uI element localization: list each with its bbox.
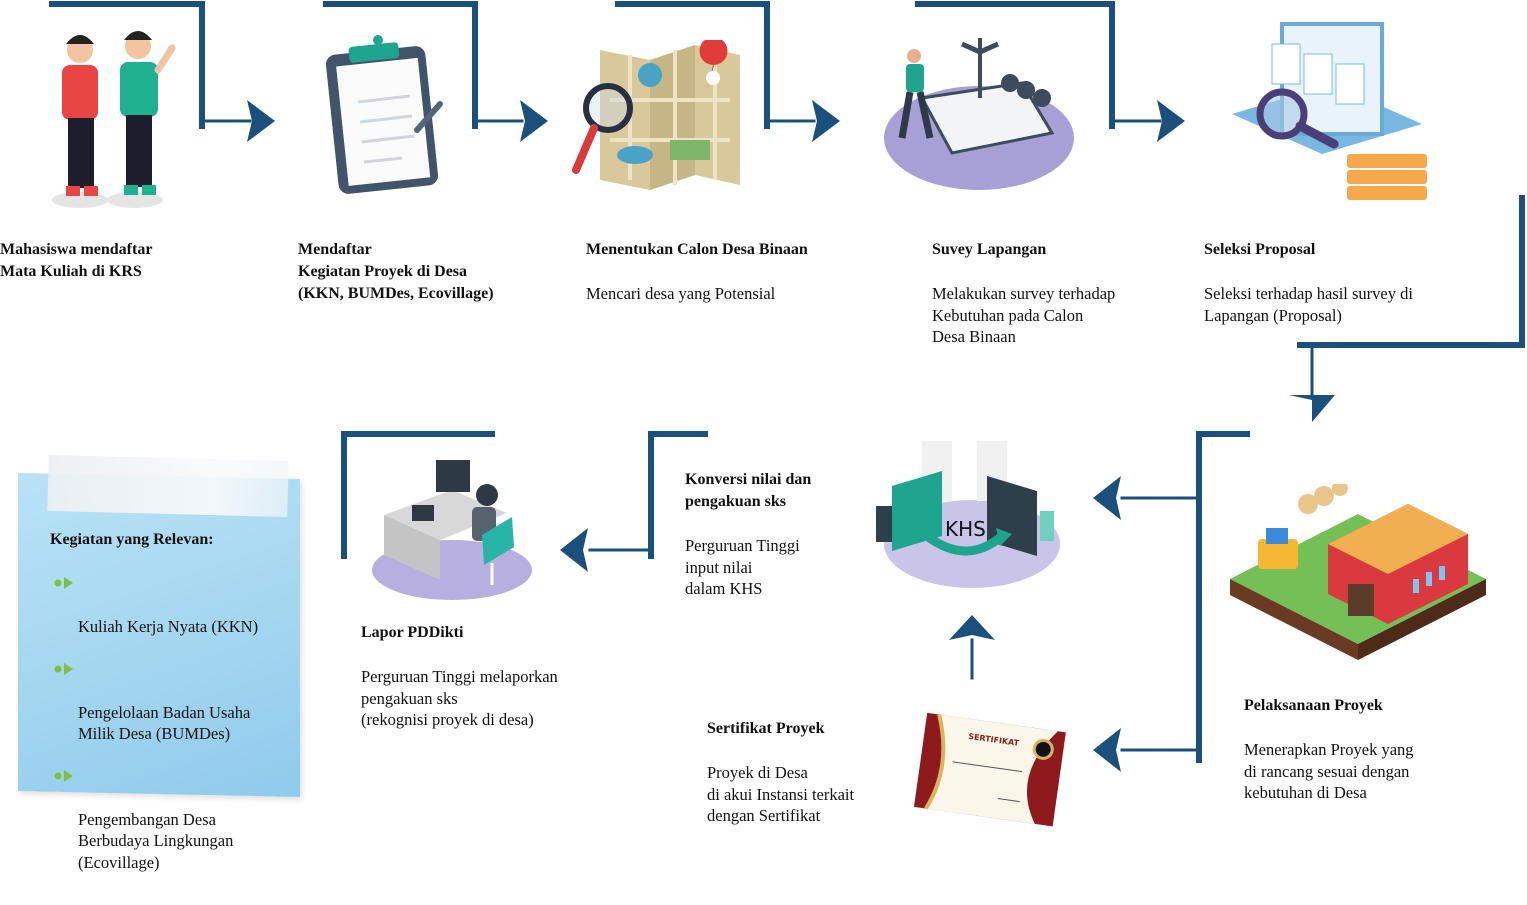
note-title: Kegiatan yang Relevan: (50, 531, 214, 548)
computer-desk-illustration (372, 460, 532, 600)
connector-3 (615, 1, 770, 129)
note-item-text: Pengelolaan Badan Usaha Milik Desa (BUMD… (78, 702, 251, 744)
arrow-down-icon (1289, 395, 1335, 422)
note-item: Pengelolaan Badan Usaha Milik Desa (BUMD… (54, 659, 304, 745)
arrow-right-icon (1157, 100, 1185, 142)
field-survey-illustration (884, 38, 1074, 190)
note-tape (47, 454, 289, 518)
step-title-certificate: Sertifikat Proyek (707, 720, 825, 737)
step-desc-selection: Seleksi terhadap hasil survey di Lapanga… (1204, 284, 1413, 325)
arrow-right-icon (812, 100, 840, 142)
note-item: Kuliah Kerja Nyata (KKN) (54, 573, 304, 638)
step-desc-choose: Mencari desa yang Potensial (586, 284, 776, 303)
arrow-right-icon (247, 100, 275, 142)
connector-5 (1297, 195, 1525, 348)
map-search-illustration (572, 40, 740, 190)
step-desc-survey: Melakukan survey terhadap Kebutuhan pada… (932, 284, 1116, 346)
step-title-choose: Menentukan Calon Desa Binaan (586, 241, 808, 258)
farm-illustration (1230, 484, 1486, 660)
connector-1 (49, 1, 205, 129)
connector-8 (341, 431, 495, 559)
green-arrow-bullet-icon (54, 662, 73, 675)
step-title-register: Mendaftar Kegiatan Proyek di Desa (KKN, … (298, 241, 494, 302)
step-title-implementation: Pelaksanaan Proyek (1244, 697, 1383, 714)
step-title-krs: Mahasiswa mendaftar Mata Kuliah di KRS (0, 241, 153, 280)
arrow-left-icon (1093, 476, 1121, 520)
connector-4 (915, 1, 1115, 129)
note-item-text: Kuliah Kerja Nyata (KKN) (78, 617, 259, 636)
note-item: Pengembangan Desa Berbudaya Lingkungan (… (54, 766, 304, 874)
connector-6 (1196, 431, 1250, 763)
students-illustration (52, 31, 176, 208)
arrow-right-icon (520, 100, 548, 142)
khs-label: KHS (945, 517, 986, 541)
clipboard-illustration (325, 35, 443, 194)
step-desc-certificate: Proyek di Desa di akui Instansi terkait … (707, 763, 855, 825)
green-arrow-bullet-icon (54, 769, 73, 782)
note-item-text: Pengembangan Desa Berbudaya Lingkungan (… (78, 809, 234, 872)
note-list: Kuliah Kerja Nyata (KKN) Pengelolaan Bad… (54, 573, 304, 894)
step-desc-conversion: Perguruan Tinggi input nilai dalam KHS (685, 536, 800, 598)
proposal-selection-illustration (1232, 22, 1427, 200)
certificate-illustration: SERTIFIKAT (913, 712, 1066, 827)
step-desc-report: Perguruan Tinggi melaporkan pengakuan sk… (361, 667, 558, 729)
step-title-report: Lapor PDDikti (361, 624, 464, 641)
step-title-selection: Seleksi Proposal (1204, 241, 1316, 258)
arrow-up-icon (949, 615, 995, 640)
step-title-survey: Suvey Lapangan (932, 241, 1047, 258)
arrow-left-icon (560, 528, 588, 572)
step-title-conversion: Konversi nilai dan pengakuan sks (685, 471, 812, 510)
khs-illustration: KHS (876, 441, 1060, 588)
green-arrow-bullet-icon (54, 577, 73, 589)
arrow-left-icon (1093, 728, 1121, 772)
step-desc-implementation: Menerapkan Proyek yang di rancang sesuai… (1244, 740, 1414, 802)
connector-2 (323, 1, 478, 129)
connector-7 (648, 431, 708, 559)
